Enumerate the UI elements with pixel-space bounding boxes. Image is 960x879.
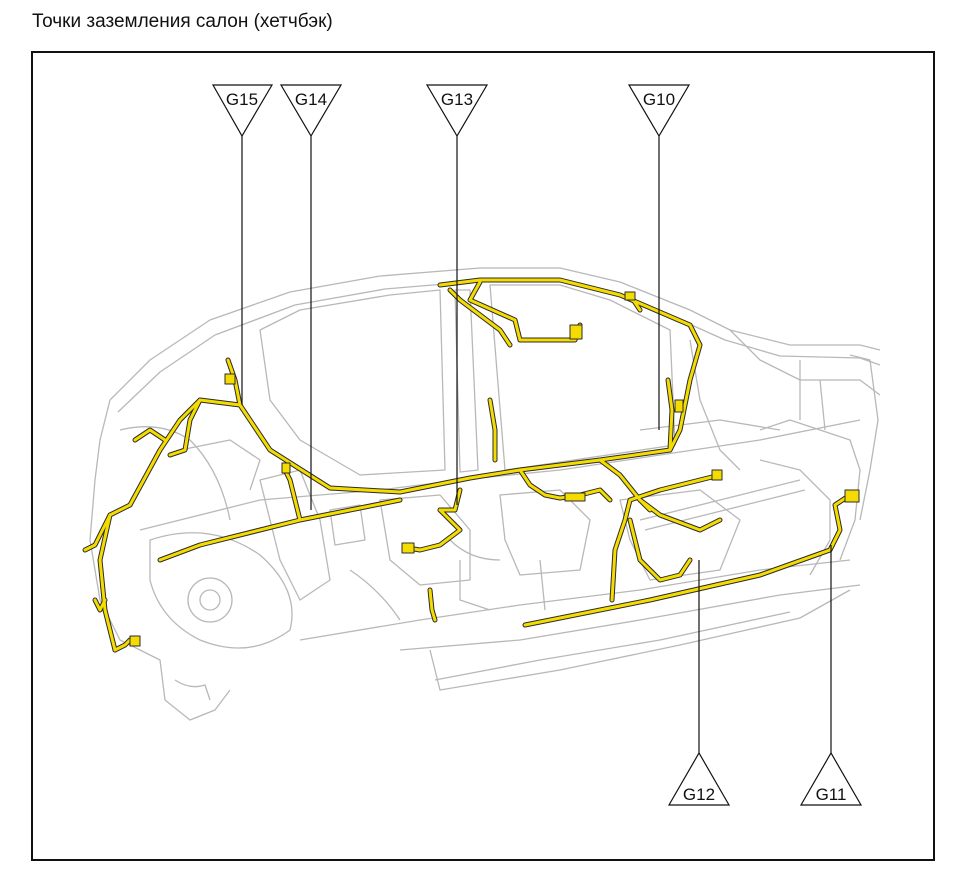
car-body-outline	[89, 267, 881, 721]
ground-point-g13	[425, 84, 489, 505]
ground-point-g12	[667, 560, 731, 806]
g12-label: G12	[683, 785, 715, 804]
g13-label: G13	[441, 90, 473, 109]
g14-label: G14	[295, 90, 327, 109]
ground-point-g14	[279, 84, 343, 510]
page-title: Точки заземления салон (хетчбэк)	[32, 11, 333, 32]
diagram-frame	[31, 51, 935, 861]
ground-point-g11	[799, 545, 863, 806]
ground-point-g10	[627, 84, 691, 430]
g11-label: G11	[816, 785, 847, 804]
g15-label: G15	[226, 90, 258, 109]
ground-callouts	[211, 84, 863, 806]
g10-label: G10	[643, 90, 675, 109]
wire-harness	[82, 277, 860, 653]
ground-point-g15	[211, 84, 274, 405]
